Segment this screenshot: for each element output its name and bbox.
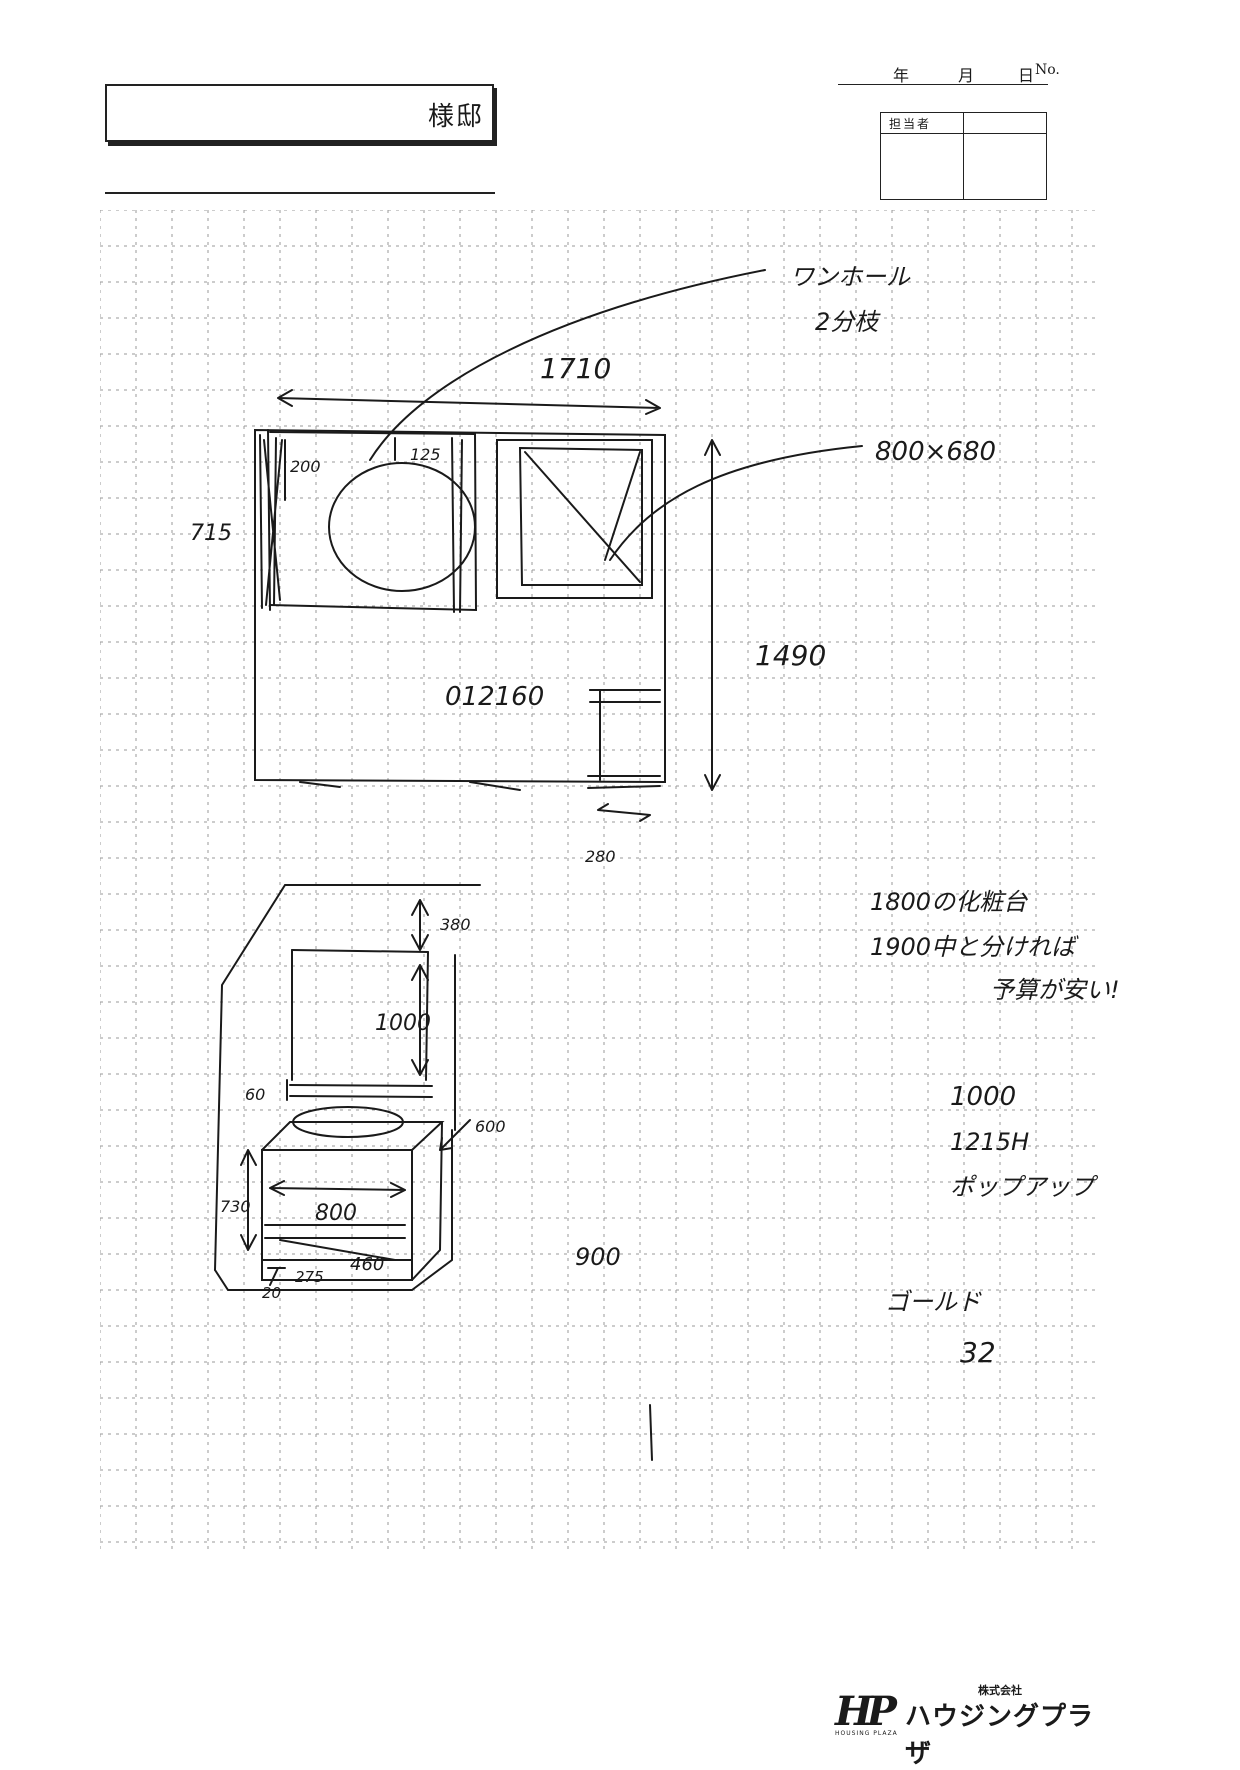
note-line-5: 1215H <box>950 1128 1029 1156</box>
vanity-dim-380: 380 <box>440 915 471 934</box>
company-type: 株式会社 <box>978 1684 1022 1697</box>
vanity-dim-800: 800 <box>315 1201 357 1226</box>
leader-note-2: 2分枝 <box>815 308 881 336</box>
washer-box <box>496 439 653 599</box>
logo-mark: HP <box>835 1688 897 1735</box>
note-line-3: 予算が安い! <box>990 976 1120 1004</box>
header-rule <box>105 192 495 194</box>
vanity-dim-600: 600 <box>475 1117 506 1136</box>
vanity-dim-20: 20 <box>262 1284 281 1302</box>
plan-dim-280: 280 <box>585 847 616 866</box>
plan-left-dim: 715 <box>190 521 232 546</box>
plan-outline <box>254 428 666 784</box>
plan-width-dim: 1710 <box>540 352 611 385</box>
company-logo: HP HOUSING PLAZA 株式会社 ハウジングプラザ <box>835 1682 1100 1769</box>
note-line-1: 1800の化粧台 <box>870 888 1028 916</box>
note-line-8: 32 <box>960 1336 996 1369</box>
note-line-7: ゴールド <box>885 1288 982 1316</box>
date-month-label: 月 <box>958 66 975 85</box>
plan-dim-200: 200 <box>290 457 321 476</box>
staff-box: 担当者 <box>880 112 1047 200</box>
vanity-dim-1000: 1000 <box>375 1011 431 1036</box>
vanity-dim-275: 275 <box>295 1268 324 1286</box>
date-year-label: 年 <box>893 66 910 85</box>
plan-height-dim: 1490 <box>755 639 826 672</box>
name-suffix: 様邸 <box>427 102 484 132</box>
washer-size-dim: 800×680 <box>875 437 996 467</box>
door-note: 012160 <box>445 682 544 712</box>
leader-note-1: ワンホール <box>790 263 911 291</box>
date-number-label: No. <box>1035 62 1060 78</box>
vanity-dim-730: 730 <box>220 1197 251 1216</box>
vanity-dim-900: 900 <box>575 1243 621 1271</box>
vanity-dim-460: 460 <box>350 1254 384 1275</box>
note-line-2: 1900中と分ければ <box>870 933 1079 961</box>
staff-label: 担当者 <box>889 117 932 131</box>
grid-paper <box>100 210 1100 1550</box>
date-day-label: 日 <box>1018 66 1035 85</box>
sink-oval <box>328 462 476 592</box>
note-line-4: 1000 <box>950 1082 1016 1112</box>
company-name: ハウジングプラザ <box>905 1702 1095 1769</box>
date-line: 年 月 日 No. <box>838 60 1060 85</box>
logo-mark-subtitle: HOUSING PLAZA <box>835 1730 898 1737</box>
note-line-6: ポップアップ <box>950 1173 1099 1201</box>
vanity-dim-60: 60 <box>245 1085 265 1104</box>
plan-dim-125: 125 <box>410 445 441 464</box>
client-name-box: 様邸 <box>105 84 494 142</box>
